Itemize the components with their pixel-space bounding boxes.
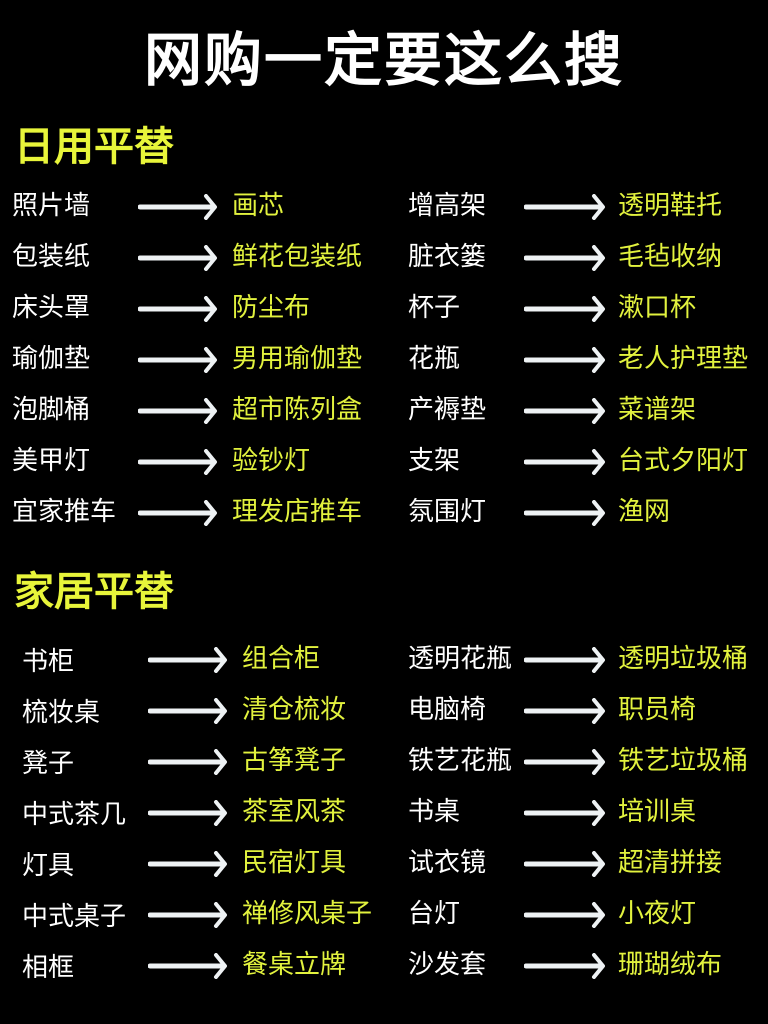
search-term: 透明花瓶 bbox=[408, 644, 513, 674]
substitute-term: 漱口杯 bbox=[618, 293, 697, 323]
substitute-term: 透明鞋托 bbox=[618, 191, 723, 221]
substitute-term: 菜谱架 bbox=[618, 395, 697, 425]
search-term: 宜家推车 bbox=[12, 497, 117, 527]
substitute-term: 台式夕阳灯 bbox=[618, 446, 749, 476]
search-term: 瑜伽垫 bbox=[12, 344, 91, 374]
search-term: 支架 bbox=[408, 446, 461, 476]
search-term: 梳妆桌 bbox=[22, 698, 101, 728]
search-term: 泡脚桶 bbox=[12, 395, 91, 425]
search-term: 杯子 bbox=[408, 293, 461, 323]
substitute-term: 男用瑜伽垫 bbox=[232, 344, 363, 374]
arrow-right-icon bbox=[138, 500, 217, 526]
search-term: 书桌 bbox=[408, 797, 461, 827]
substitute-term: 画芯 bbox=[232, 191, 285, 221]
search-term: 台灯 bbox=[408, 899, 461, 929]
arrow-right-icon bbox=[524, 449, 605, 475]
arrow-right-icon bbox=[138, 245, 217, 271]
substitute-term: 茶室风茶 bbox=[242, 797, 347, 827]
substitute-term: 毛毡收纳 bbox=[618, 242, 723, 272]
substitute-term: 组合柜 bbox=[242, 644, 321, 674]
search-term: 包装纸 bbox=[12, 242, 91, 272]
search-term: 脏衣篓 bbox=[408, 242, 487, 272]
arrow-right-icon bbox=[524, 800, 605, 826]
substitute-term: 防尘布 bbox=[232, 293, 311, 323]
search-term: 美甲灯 bbox=[12, 446, 91, 476]
search-term: 电脑椅 bbox=[408, 695, 487, 725]
substitute-term: 验钞灯 bbox=[232, 446, 311, 476]
arrow-right-icon bbox=[524, 902, 605, 928]
search-term: 氛围灯 bbox=[408, 497, 487, 527]
arrow-right-icon bbox=[148, 851, 227, 877]
arrow-right-icon bbox=[148, 800, 227, 826]
section-heading-home: 家居平替 bbox=[14, 569, 174, 615]
substitute-term: 透明垃圾桶 bbox=[618, 644, 749, 674]
substitute-term: 餐桌立牌 bbox=[242, 950, 347, 980]
substitute-term: 渔网 bbox=[618, 497, 671, 527]
substitute-term: 禅修风桌子 bbox=[242, 899, 373, 929]
search-term: 照片墙 bbox=[12, 191, 91, 221]
arrow-right-icon bbox=[524, 851, 605, 877]
arrow-right-icon bbox=[148, 902, 227, 928]
arrow-right-icon bbox=[148, 698, 227, 724]
search-term: 产褥垫 bbox=[408, 395, 487, 425]
search-term: 中式茶几 bbox=[22, 800, 127, 830]
substitute-term: 超清拼接 bbox=[618, 848, 723, 878]
arrow-right-icon bbox=[138, 296, 217, 322]
substitute-term: 清仓梳妆 bbox=[242, 695, 347, 725]
search-term: 灯具 bbox=[22, 851, 75, 881]
search-term: 相框 bbox=[22, 953, 75, 983]
search-term: 花瓶 bbox=[408, 344, 461, 374]
arrow-right-icon bbox=[524, 194, 605, 220]
search-term: 沙发套 bbox=[408, 950, 487, 980]
arrow-right-icon bbox=[138, 398, 217, 424]
arrow-right-icon bbox=[148, 953, 227, 979]
search-term: 增高架 bbox=[408, 191, 487, 221]
search-term: 试衣镜 bbox=[408, 848, 487, 878]
search-term: 中式桌子 bbox=[22, 902, 127, 932]
arrow-right-icon bbox=[524, 245, 605, 271]
substitute-term: 古筝凳子 bbox=[242, 746, 347, 776]
substitute-term: 职员椅 bbox=[618, 695, 697, 725]
arrow-right-icon bbox=[138, 347, 217, 373]
section-heading-daily: 日用平替 bbox=[14, 124, 174, 170]
search-term: 书柜 bbox=[22, 647, 75, 677]
page-title: 网购一定要这么搜 bbox=[143, 26, 624, 94]
substitute-term: 珊瑚绒布 bbox=[618, 950, 723, 980]
substitute-term: 铁艺垃圾桶 bbox=[618, 746, 749, 776]
arrow-right-icon bbox=[524, 500, 605, 526]
substitute-term: 小夜灯 bbox=[618, 899, 697, 929]
arrow-right-icon bbox=[524, 953, 605, 979]
arrow-right-icon bbox=[138, 449, 217, 475]
arrow-right-icon bbox=[524, 647, 605, 673]
substitute-term: 培训桌 bbox=[618, 797, 697, 827]
arrow-right-icon bbox=[524, 398, 605, 424]
substitute-term: 民宿灯具 bbox=[242, 848, 347, 878]
search-term: 床头罩 bbox=[12, 293, 91, 323]
arrow-right-icon bbox=[524, 749, 605, 775]
arrow-right-icon bbox=[148, 647, 227, 673]
arrow-right-icon bbox=[524, 296, 605, 322]
substitute-term: 鲜花包装纸 bbox=[232, 242, 363, 272]
arrow-right-icon bbox=[138, 194, 217, 220]
search-term: 铁艺花瓶 bbox=[408, 746, 513, 776]
substitute-term: 超市陈列盒 bbox=[232, 395, 363, 425]
search-term: 凳子 bbox=[22, 749, 75, 779]
arrow-right-icon bbox=[148, 749, 227, 775]
substitute-term: 理发店推车 bbox=[232, 497, 363, 527]
arrow-right-icon bbox=[524, 347, 605, 373]
arrow-right-icon bbox=[524, 698, 605, 724]
substitute-term: 老人护理垫 bbox=[618, 344, 749, 374]
